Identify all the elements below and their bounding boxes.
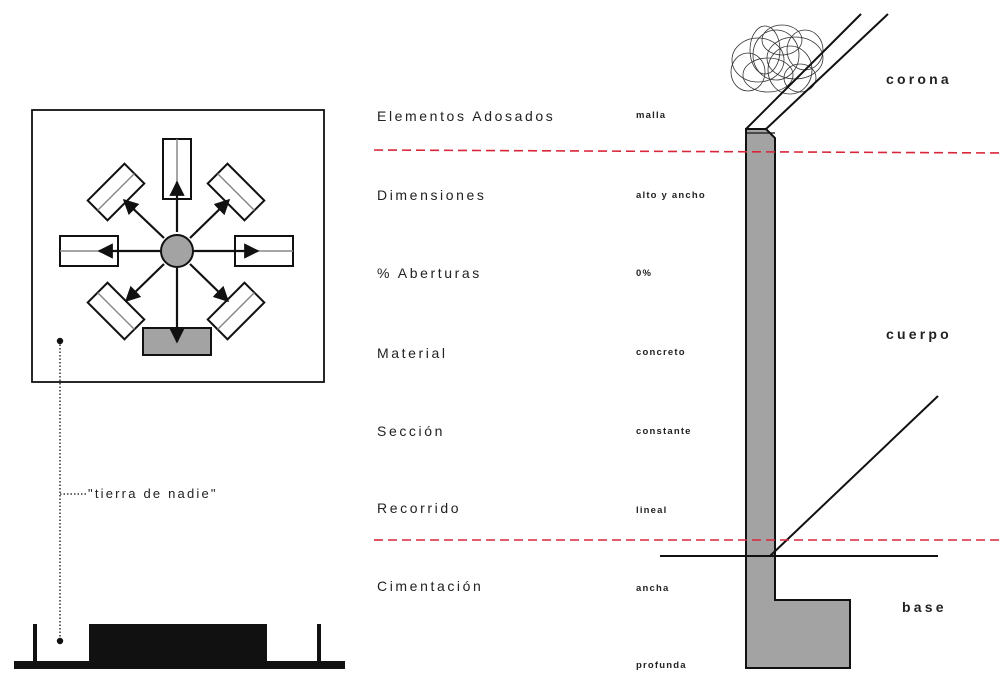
row-value: constante <box>636 426 692 437</box>
barbed-wire-icon <box>730 24 824 95</box>
row-label: Elementos Adosados <box>377 108 556 124</box>
row-label: Sección <box>377 423 446 439</box>
section-elevation <box>14 624 345 669</box>
diagonal-line <box>769 395 939 557</box>
row-value: alto y ancho <box>636 190 706 201</box>
zone-label-cuerpo: cuerpo <box>886 326 952 342</box>
no-mans-land-leader <box>56 337 86 645</box>
row-label: Dimensiones <box>377 187 487 203</box>
arrow-bottom-left <box>124 263 165 303</box>
wall-body <box>745 128 851 669</box>
zone-label-corona: corona <box>886 71 952 87</box>
plan-radial-diagram <box>59 138 294 356</box>
arrow-bottom-right <box>189 263 230 303</box>
arrow-top-left <box>122 198 165 239</box>
row-value: ancha <box>636 583 670 594</box>
zone-label-base: base <box>902 599 947 615</box>
row-label: Cimentación <box>377 578 484 594</box>
no-mans-land-label: "tierra de nadie" <box>88 486 218 501</box>
divider-corona-cuerpo <box>373 149 1004 154</box>
row-value: lineal <box>636 505 668 516</box>
row-value: 0% <box>636 268 653 279</box>
row-label: Recorrido <box>377 500 462 516</box>
plan-frame <box>31 109 325 383</box>
section-building-mass <box>89 624 267 664</box>
wall-section <box>660 13 939 669</box>
arrow-top-right <box>189 198 231 239</box>
row-label: % Aberturas <box>377 265 482 281</box>
plan-center-hub <box>160 234 194 268</box>
row-value: concreto <box>636 347 686 358</box>
row-value-extra: profunda <box>636 660 687 671</box>
row-label: Material <box>377 345 448 361</box>
row-value: malla <box>636 110 667 121</box>
